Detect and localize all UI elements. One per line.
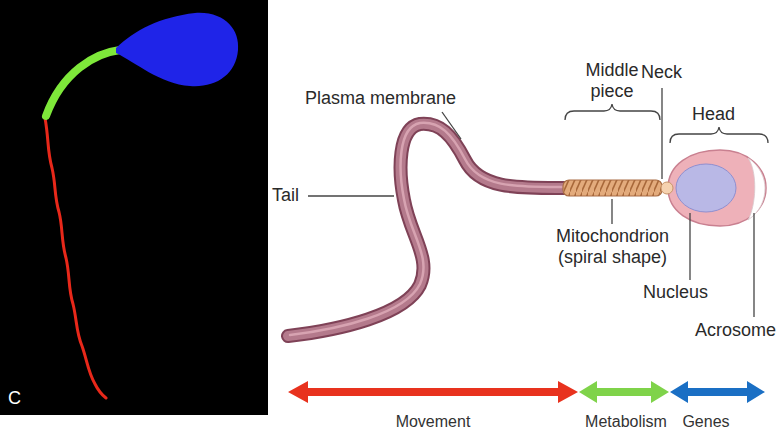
function-label: Genes [636, 412, 776, 431]
tail-body [288, 124, 567, 336]
leader-line [611, 199, 612, 224]
part-label: Neck [641, 62, 682, 83]
function-label: Metabolism [556, 412, 696, 431]
part-label: Acrosome [695, 320, 776, 341]
part-label: Mitochondrion (spiral shape) [545, 226, 680, 268]
panel-letter: C [8, 388, 21, 409]
fluorescent-tail [45, 118, 106, 398]
bracket [565, 104, 660, 120]
leader-line [661, 88, 662, 179]
leader-line [442, 112, 461, 139]
leader-line [689, 213, 690, 280]
part-label: Head [692, 104, 735, 125]
leader-line [308, 195, 394, 196]
tail-outline [288, 124, 567, 336]
fluorescent-midpiece [46, 50, 120, 116]
neck-ball [661, 182, 673, 194]
micrograph-panel [0, 0, 268, 415]
acrosome-shape [748, 158, 765, 220]
midpiece-mitochondrion [563, 180, 662, 196]
metabolism-arrow [579, 381, 669, 403]
part-label: Plasma membrane [305, 88, 456, 109]
tail-highlight [290, 123, 567, 335]
part-label: Nucleus [643, 282, 708, 303]
sperm-head [668, 150, 766, 226]
bracket [670, 127, 768, 143]
part-label: Tail [272, 185, 299, 206]
function-label: Movement [363, 412, 503, 431]
nucleus-shape [676, 164, 736, 212]
genes-arrow [670, 381, 765, 403]
leader-line [753, 213, 754, 317]
movement-arrow [288, 381, 578, 403]
fluorescent-head [116, 13, 238, 86]
